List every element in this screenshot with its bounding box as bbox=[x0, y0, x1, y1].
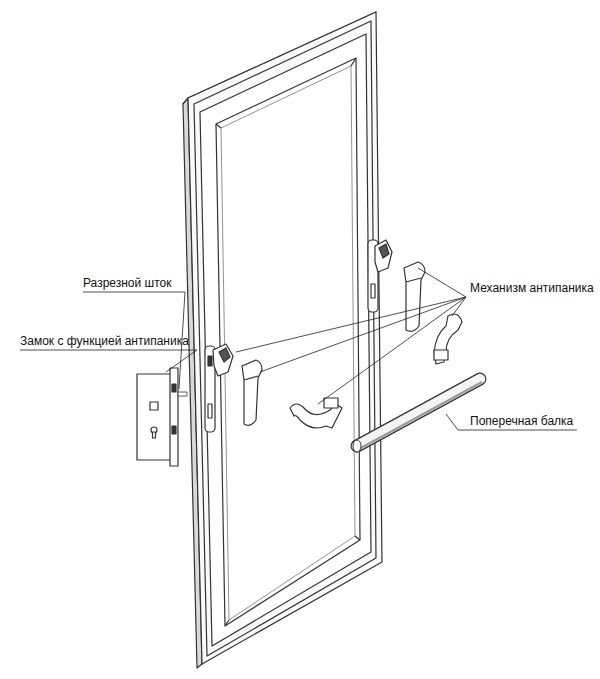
handle-edge bbox=[244, 376, 258, 380]
cross-bar-end bbox=[353, 440, 361, 452]
bead-corner bbox=[355, 536, 360, 540]
door-glass bbox=[216, 58, 360, 626]
cross-bar-body bbox=[357, 379, 480, 446]
door-frame-inner-line bbox=[194, 21, 376, 656]
mechanism-slot bbox=[208, 404, 212, 418]
bead-corner bbox=[351, 58, 356, 66]
cross-bar-shade bbox=[359, 382, 482, 449]
lock-keyhole bbox=[153, 432, 156, 438]
bracket-clip bbox=[324, 398, 338, 408]
door-handle bbox=[404, 262, 425, 331]
leader-line bbox=[236, 297, 466, 352]
cross-bar bbox=[353, 379, 482, 452]
cross-bar-outline bbox=[357, 379, 480, 446]
part-label: Разрезной шток bbox=[83, 276, 171, 290]
mechanism-slot bbox=[208, 356, 212, 366]
mechanism-bracket bbox=[434, 314, 462, 364]
leader-line bbox=[452, 297, 466, 316]
lock-faceplate bbox=[170, 368, 178, 466]
mechanism-lever bbox=[213, 344, 233, 376]
mechanism-lever bbox=[375, 240, 392, 272]
mechanism-slot bbox=[371, 284, 375, 298]
leader-line bbox=[446, 414, 577, 430]
lock-body bbox=[137, 374, 171, 460]
part-label: Механизм антипаника bbox=[470, 281, 594, 295]
part-label: Поперечная балка bbox=[470, 414, 573, 428]
lock-latch bbox=[172, 384, 176, 392]
part-label: Замок с функцией антипаника bbox=[20, 334, 189, 348]
leader-line bbox=[260, 297, 466, 372]
leader-line bbox=[318, 297, 466, 404]
lock-bolt bbox=[172, 426, 176, 434]
mechanism-lever-detail bbox=[219, 348, 230, 362]
bracket-clip bbox=[434, 350, 448, 360]
bead-corner bbox=[216, 124, 221, 128]
split-rod bbox=[178, 392, 187, 396]
mechanism-lever-detail bbox=[379, 244, 389, 258]
glass-bead bbox=[221, 66, 355, 620]
bead-corner bbox=[225, 620, 229, 626]
door-handle bbox=[242, 360, 262, 425]
leader-line bbox=[20, 350, 197, 372]
leader-line bbox=[418, 268, 466, 297]
handle-edge bbox=[406, 278, 421, 282]
lock-spindle-hole bbox=[150, 402, 158, 410]
